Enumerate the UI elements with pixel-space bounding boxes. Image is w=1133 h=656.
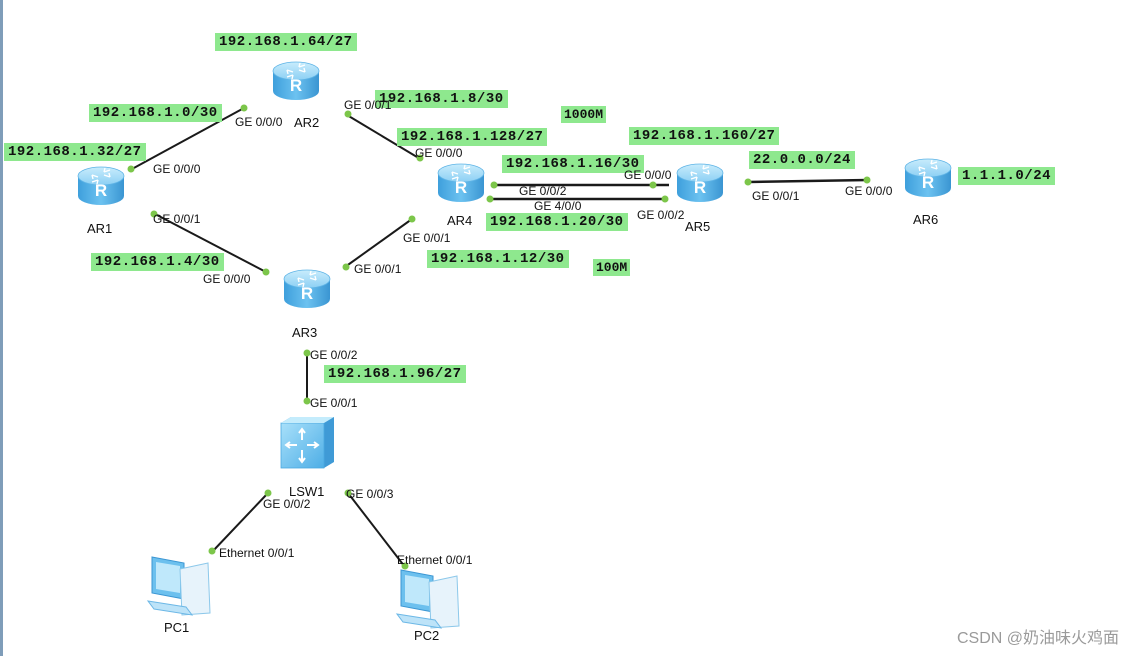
speed-label-100m: 100M [593, 259, 631, 276]
port-label-ar3-ge002: GE 0/0/2 [310, 348, 358, 362]
port-label-ar2-ge000: GE 0/0/0 [235, 115, 283, 129]
switch-lsw1-icon[interactable] [280, 417, 334, 469]
subnet-label: 192.168.1.32/27 [4, 143, 146, 161]
port-label-ar1-ge000: GE 0/0/0 [153, 162, 201, 176]
device-label-ar5: AR5 [685, 219, 711, 234]
link-ar2-ar4 [346, 114, 423, 161]
port-label-ar5-ge000: GE 0/0/0 [624, 168, 672, 182]
speed-label-1000m: 1000M [561, 106, 607, 123]
pc1-icon[interactable] [146, 556, 211, 616]
port-label-ar5-ge002: GE 0/0/2 [637, 208, 685, 222]
port-dots [127, 104, 871, 570]
port-label-ar3-ge001: GE 0/0/1 [354, 262, 402, 276]
port-label-ar3-ge000: GE 0/0/0 [203, 272, 251, 286]
port-label-ar6-ge000: GE 0/0/0 [845, 184, 893, 198]
router-ar3-icon[interactable] [283, 269, 331, 309]
device-label-ar6: AR6 [913, 212, 939, 227]
device-label-lsw1: LSW1 [289, 484, 325, 499]
port-label-ar4-ge001: GE 0/0/1 [403, 231, 451, 245]
link-ar5-ar6 [747, 178, 869, 184]
subnet-label: 192.168.1.160/27 [629, 127, 780, 145]
link-ar1-ar3 [154, 213, 267, 273]
link-lsw1-pc1 [211, 492, 269, 553]
link-ar4-ar3 [344, 218, 413, 268]
port-label-lsw1-ge003: GE 0/0/3 [346, 487, 394, 501]
window-left-border [0, 0, 3, 656]
links [131, 107, 869, 568]
port-label-ar5-ge001: GE 0/0/1 [752, 189, 800, 203]
device-label-ar4: AR4 [447, 213, 473, 228]
router-ar2-icon[interactable] [272, 61, 320, 101]
link-ar1-ar2 [131, 107, 245, 170]
port-label-ar4-ge400: GE 4/0/0 [534, 199, 582, 213]
router-ar4-icon[interactable] [437, 163, 485, 203]
device-label-ar2: AR2 [294, 115, 320, 130]
subnet-label: 192.168.1.8/30 [375, 90, 508, 108]
subnet-label: 1.1.1.0/24 [958, 167, 1056, 185]
port-label-ar2-ge001: GE 0/0/1 [344, 98, 392, 112]
port-label-ar1-ge001: GE 0/0/1 [153, 212, 201, 226]
device-label-ar3: AR3 [292, 325, 318, 340]
router-ar5-icon[interactable] [676, 163, 724, 203]
subnet-label: 22.0.0.0/24 [749, 151, 855, 169]
port-label-pc1-eth001: Ethernet 0/0/1 [219, 546, 295, 560]
port-label-lsw1-ge001: GE 0/0/1 [310, 396, 358, 410]
watermark: CSDN @奶油味火鸡面 [956, 630, 1119, 647]
subnet-label: 192.168.1.12/30 [427, 250, 569, 268]
port-label-ar4-ge000: GE 0/0/0 [415, 146, 463, 160]
device-label-pc1: PC1 [164, 620, 190, 635]
subnet-label: 192.168.1.0/30 [89, 104, 222, 122]
pc2-icon[interactable] [395, 569, 460, 629]
subnet-label: 192.168.1.16/30 [502, 155, 644, 173]
subnet-label: 192.168.1.96/27 [324, 365, 466, 383]
router-ar6-icon[interactable] [904, 158, 952, 198]
subnet-label: 192.168.1.64/27 [215, 33, 357, 51]
subnet-label: 192.168.1.4/30 [91, 253, 224, 271]
router-ar1-icon[interactable] [77, 166, 125, 206]
subnet-label: 192.168.1.20/30 [486, 213, 628, 231]
device-label-pc2: PC2 [414, 628, 440, 643]
port-label-pc2-eth001: Ethernet 0/0/1 [397, 553, 473, 567]
port-label-ar4-ge002: GE 0/0/2 [519, 184, 567, 198]
device-label-ar1: AR1 [87, 221, 113, 236]
link-lsw1-pc2 [347, 492, 406, 568]
subnet-label: 192.168.1.128/27 [397, 128, 548, 146]
port-label-lsw1-ge002: GE 0/0/2 [263, 497, 311, 511]
